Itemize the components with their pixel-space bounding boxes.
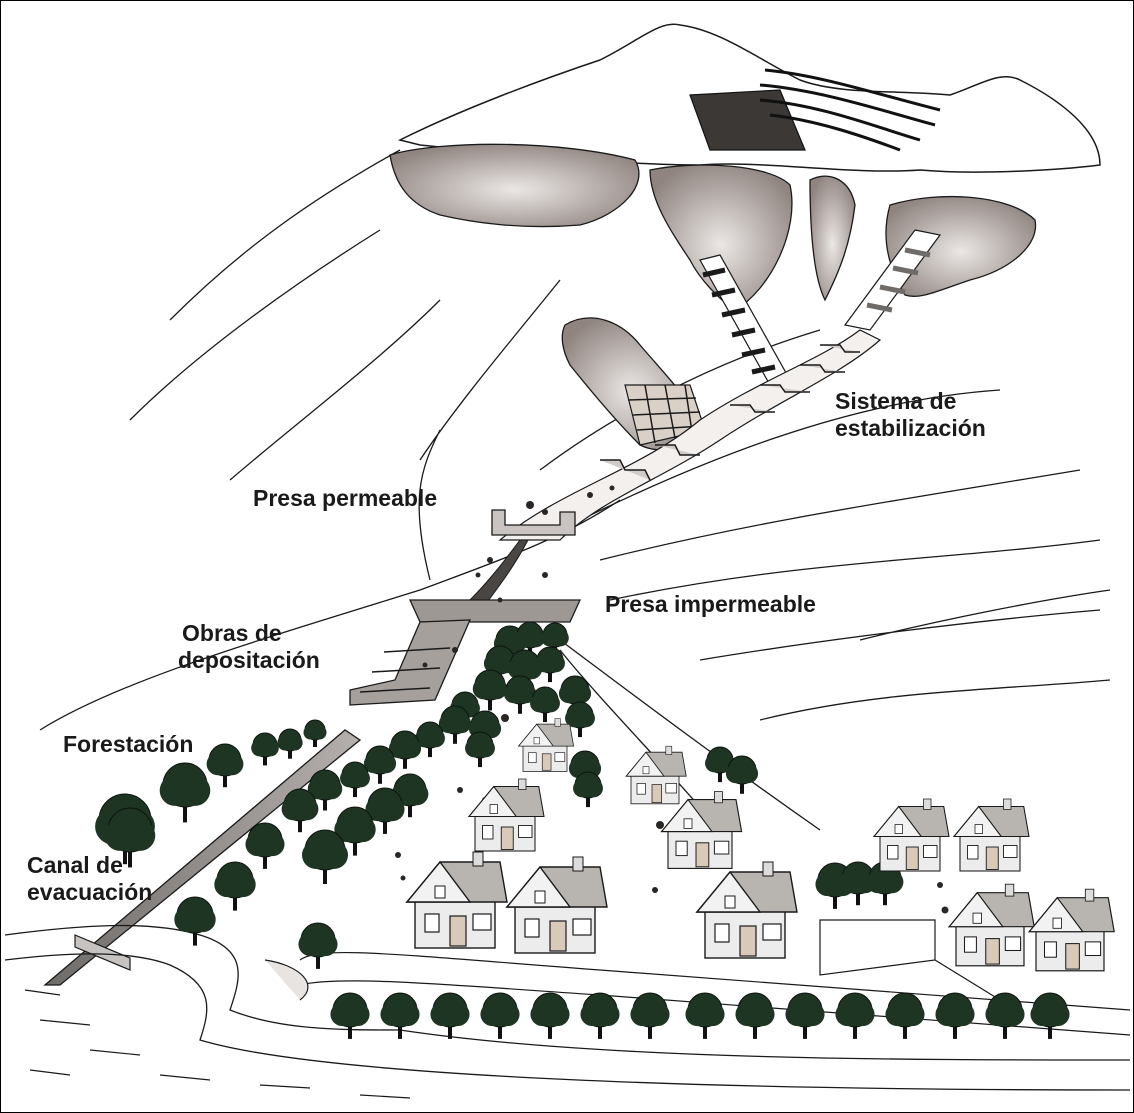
tree-icon: [580, 993, 619, 1039]
tree-icon: [726, 756, 758, 794]
tree-icon: [251, 733, 279, 765]
house-icon: [1029, 889, 1114, 971]
label-sistema-line1: Sistema de: [835, 388, 986, 415]
landslide-scar-3: [810, 176, 855, 300]
tree-icon: [535, 647, 565, 682]
house-icon: [954, 799, 1029, 871]
tree-icon: [573, 772, 603, 807]
tree-icon: [1030, 993, 1069, 1039]
tree-icon: [504, 676, 536, 714]
tree-icon: [835, 993, 874, 1039]
house-icon: [407, 852, 507, 948]
tree-icon: [465, 732, 495, 767]
label-presa-permeable: Presa permeable: [253, 485, 437, 512]
landslide-scar-1: [390, 144, 639, 226]
tree-icon: [304, 720, 327, 747]
tree-icon: [530, 993, 569, 1039]
tree-icon: [630, 993, 669, 1039]
house-icon: [949, 884, 1034, 966]
tree-icon: [935, 993, 974, 1039]
house-icon: [874, 799, 949, 871]
house-icon: [507, 857, 607, 953]
tree-icon: [885, 993, 924, 1039]
label-obras-depositacion: Obras de depositación: [178, 620, 320, 674]
house-icon: [626, 746, 686, 804]
tree-icon: [302, 830, 348, 884]
tree-icon: [430, 993, 469, 1039]
tree-icon: [735, 993, 774, 1039]
tree-icon: [298, 923, 337, 969]
label-canal-line1: Canal de: [27, 852, 152, 879]
tree-icon: [207, 744, 244, 787]
tree-icon: [685, 993, 724, 1039]
tree-icon: [530, 687, 560, 722]
label-presa-impermeable: Presa impermeable: [605, 591, 816, 618]
tree-icon: [214, 862, 255, 911]
tree-icon: [785, 993, 824, 1039]
tree-icon: [985, 993, 1024, 1039]
tree-icon: [330, 993, 369, 1039]
tree-icon: [245, 823, 284, 869]
label-canal-line2: evacuación: [27, 879, 152, 906]
tree-icon: [480, 993, 519, 1039]
label-obras-line2: depositación: [178, 647, 320, 674]
tree-icon: [340, 762, 370, 797]
label-sistema-estabilizacion: Sistema de estabilización: [835, 388, 986, 442]
impermeable-dam: [410, 600, 580, 622]
houses-group: [407, 719, 1114, 971]
gully: [500, 330, 880, 540]
tree-icon: [277, 729, 302, 759]
house-icon: [697, 862, 797, 958]
tree-icon: [282, 789, 319, 832]
house-icon: [519, 719, 574, 772]
house-icon: [469, 779, 544, 851]
label-obras-line1: Obras de: [178, 620, 320, 647]
channel-between-dams: [470, 540, 528, 605]
label-sistema-line2: estabilización: [835, 415, 986, 442]
label-forestacion: Forestación: [63, 731, 193, 758]
tree-icon: [160, 763, 211, 822]
label-canal-evacuacion: Canal de evacuación: [27, 852, 152, 906]
